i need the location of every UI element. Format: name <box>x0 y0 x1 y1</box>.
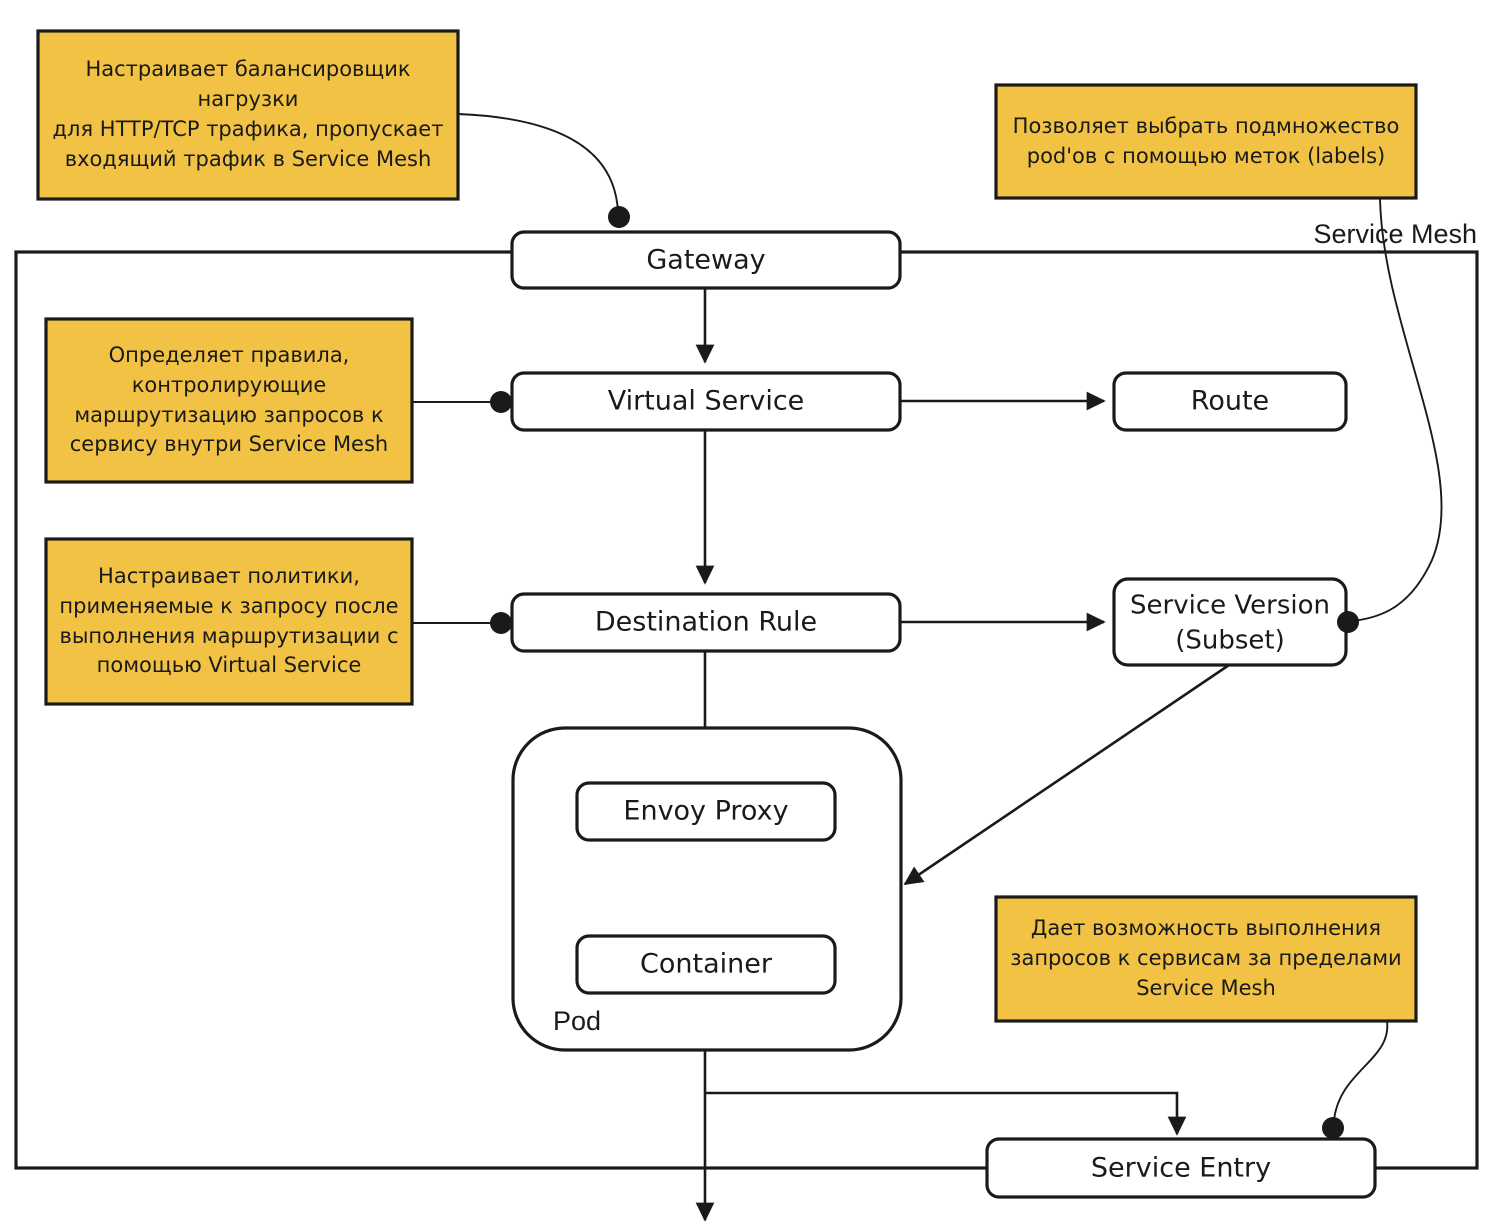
node-route-box[interactable] <box>1112 371 1348 432</box>
node-service-version[interactable]: Service Version (Subset) <box>1112 577 1348 667</box>
note-service-entry: Дает возможность выполнения запросов к с… <box>994 895 1418 1023</box>
note-destination-rule-text: Настраивает политики, применяемые к запр… <box>59 563 399 678</box>
service-mesh-label: Service Mesh <box>1313 219 1477 249</box>
note-service-version: Позволяет выбрать подмножество pod'ов с … <box>994 83 1418 200</box>
leader-dot-destination-rule <box>490 612 512 634</box>
node-container-box[interactable] <box>575 934 837 995</box>
leader-dot-virtual-service <box>490 391 512 413</box>
node-service-version-label-line2: (Subset) <box>1175 626 1285 656</box>
note-service-entry-text: Дает возможность выполнения запросов к с… <box>1010 916 1402 1000</box>
node-route-label: Route <box>1191 386 1269 417</box>
note-gateway: Настраивает балансировщик нагрузки для H… <box>36 29 460 201</box>
edge-container-to-service-entry <box>705 1091 1187 1136</box>
node-destination-rule-label: Destination Rule <box>595 607 817 638</box>
pod-group: Pod <box>511 726 903 1052</box>
leader-dot-service-version <box>1337 611 1359 633</box>
note-virtual-service-text: Определяет правила, контролирующие маршр… <box>69 342 389 457</box>
node-service-entry-box[interactable] <box>985 1137 1377 1199</box>
node-envoy-proxy[interactable]: Envoy Proxy <box>575 781 837 842</box>
note-gateway-text: Настраивает балансировщик нагрузки для H… <box>52 57 444 171</box>
note-gateway-box <box>36 29 460 201</box>
leader-note-service-version <box>1351 198 1443 622</box>
node-virtual-service-box[interactable] <box>510 371 902 432</box>
edge-service-version-to-pod <box>903 661 1233 886</box>
note-virtual-service-box <box>44 317 414 484</box>
leader-dot-service-entry <box>1322 1117 1344 1139</box>
node-envoy-proxy-box[interactable] <box>575 781 837 842</box>
note-service-version-text: Позволяет выбрать подмножество pod'ов с … <box>1012 113 1400 168</box>
note-service-version-box <box>994 83 1418 200</box>
pod-box <box>511 726 903 1052</box>
note-destination-rule-box <box>44 537 414 706</box>
leader-note-gateway <box>457 113 619 213</box>
note-virtual-service: Определяет правила, контролирующие маршр… <box>44 317 414 484</box>
node-envoy-proxy-label: Envoy Proxy <box>623 796 788 827</box>
node-container[interactable]: Container <box>575 934 837 995</box>
node-service-version-label-line1: Service Version <box>1130 591 1330 621</box>
node-gateway-label: Gateway <box>646 245 765 276</box>
leader-dot-gateway <box>608 206 630 228</box>
node-gateway-box[interactable] <box>510 230 902 290</box>
node-virtual-service[interactable]: Virtual Service <box>510 371 902 432</box>
node-destination-rule-box[interactable] <box>510 592 902 653</box>
node-container-label: Container <box>640 949 773 980</box>
node-destination-rule[interactable]: Destination Rule <box>510 592 902 653</box>
leader-note-service-entry <box>1333 1020 1389 1121</box>
note-destination-rule: Настраивает политики, применяемые к запр… <box>44 537 414 706</box>
node-service-entry[interactable]: Service Entry <box>985 1137 1377 1199</box>
node-virtual-service-label: Virtual Service <box>608 386 805 417</box>
note-service-entry-box <box>994 895 1418 1023</box>
node-service-entry-label: Service Entry <box>1091 1153 1271 1184</box>
node-route[interactable]: Route <box>1112 371 1348 432</box>
pod-label: Pod <box>553 1006 601 1036</box>
node-gateway[interactable]: Gateway <box>510 230 902 290</box>
